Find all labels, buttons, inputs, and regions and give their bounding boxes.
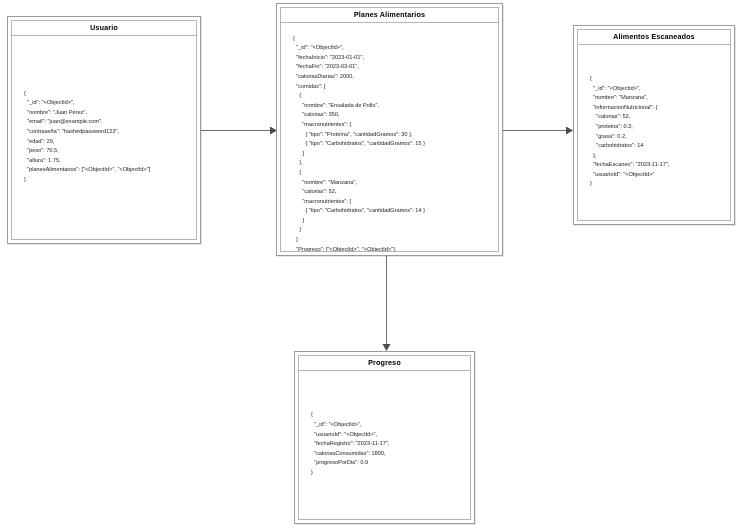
entity-box-alimentos-escaneados-frame: Alimentos Escaneados { "_id": "<ObjectId… (577, 29, 731, 221)
entity-box-planes-alimentarios-frame: Planes Alimentarios { "_id": "<ObjectId>… (280, 7, 499, 252)
connector-usuario-to-planes (201, 126, 277, 135)
connector-planes-to-alimentos (503, 126, 573, 135)
entity-body-planes-alimentarios: { "_id": "<ObjectId>", "fechaInicio": "2… (281, 23, 498, 251)
entity-box-progreso-frame: Progreso { "_id": "<ObjectId>", "usuario… (298, 355, 471, 520)
entity-body-alimentos-escaneados: { "_id": "<ObjectId>", "nombre": "Manzan… (578, 45, 730, 220)
entity-json-alimentos-escaneados: { "_id": "<ObjectId>", "nombre": "Manzan… (590, 75, 670, 188)
entity-box-planes-alimentarios[interactable]: Planes Alimentarios { "_id": "<ObjectId>… (276, 3, 503, 256)
connector-planes-to-progreso (382, 256, 391, 351)
entity-json-progreso: { "_id": "<ObjectId>", "usuarioId": "<Ob… (311, 412, 390, 476)
entity-box-progreso[interactable]: Progreso { "_id": "<ObjectId>", "usuario… (294, 351, 475, 524)
entity-json-planes-alimentarios: { "_id": "<ObjectId>", "fechaInicio": "2… (293, 35, 425, 251)
entity-box-usuario[interactable]: Usuario { "_id": "<ObjectId>", "nombre":… (7, 16, 201, 244)
entity-box-alimentos-escaneados[interactable]: Alimentos Escaneados { "_id": "<ObjectId… (573, 25, 735, 225)
entity-body-progreso: { "_id": "<ObjectId>", "usuarioId": "<Ob… (299, 371, 470, 519)
entity-title-planes-alimentarios: Planes Alimentarios (281, 8, 498, 23)
entity-json-usuario: { "_id": "<ObjectId>", "nombre": "Juan P… (24, 90, 151, 183)
entity-box-usuario-frame: Usuario { "_id": "<ObjectId>", "nombre":… (11, 20, 197, 240)
entity-title-usuario: Usuario (12, 21, 196, 36)
entity-body-usuario: { "_id": "<ObjectId>", "nombre": "Juan P… (12, 36, 196, 239)
entity-title-progreso: Progreso (299, 356, 470, 371)
entity-title-alimentos-escaneados: Alimentos Escaneados (578, 30, 730, 45)
